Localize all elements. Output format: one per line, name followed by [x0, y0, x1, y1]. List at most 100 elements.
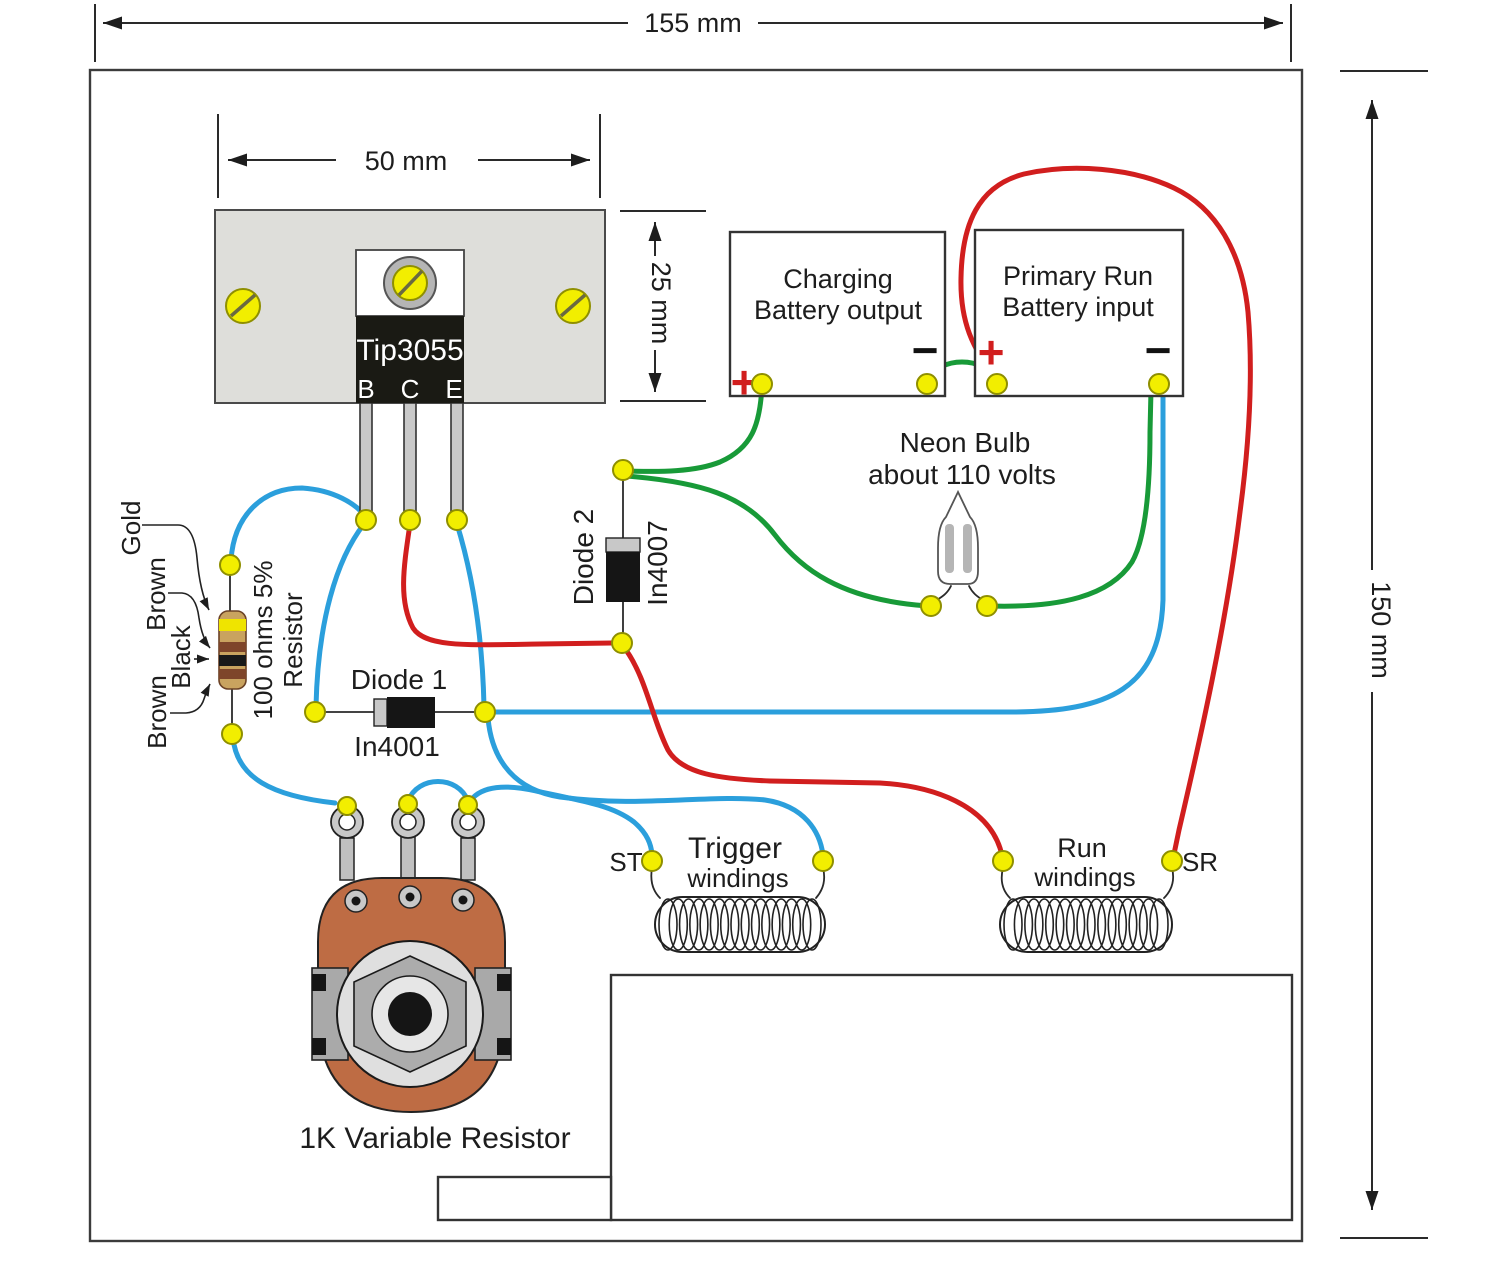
- charging-minus-symbol: −: [912, 324, 939, 376]
- terminals: [219, 373, 1183, 872]
- pot-lug-stem: [339, 837, 355, 881]
- terminal-charging-plus: [751, 373, 773, 395]
- terminal-run-left: [992, 850, 1014, 872]
- bottom-tab-outline: [436, 1175, 613, 1222]
- terminal-charging-minus: [916, 373, 938, 395]
- pot-rivet-center: [405, 892, 415, 902]
- wire-red-collector-to-diode2: [401, 521, 615, 648]
- diode2: Diode 2 In4007: [568, 477, 673, 639]
- diode1-stripe: [373, 698, 388, 727]
- terminal-neon-left: [920, 595, 942, 617]
- board-outline: [88, 68, 1304, 1243]
- trigger-label-line1: Trigger: [688, 832, 782, 865]
- diode1-body: [387, 697, 435, 728]
- leader-gold: [142, 524, 210, 611]
- pin-b-leg: [359, 402, 373, 518]
- neon-electrode-left: [945, 524, 954, 573]
- pin-b-label: B: [357, 374, 374, 404]
- primary-label-line1: Primary Run: [1003, 261, 1153, 291]
- band-label-black: Black: [166, 624, 196, 689]
- trigger-terminal-tag: ST: [609, 847, 642, 877]
- resistor-band-gold: [219, 619, 246, 631]
- terminal-pot-right: [458, 795, 478, 815]
- neon-electrode-right: [963, 524, 972, 573]
- run-windings: Run windings SR: [999, 833, 1218, 953]
- wire-blue-emitter-to-junction: [454, 521, 487, 709]
- pot-bracket-notch: [497, 1038, 511, 1055]
- pot-lug-hole: [459, 813, 477, 831]
- screw-slot: [229, 293, 257, 318]
- wire-blue-resistor-to-base: [228, 485, 368, 563]
- wire-blue-junction-to-battery-minus: [489, 389, 1166, 715]
- resistor-band-black: [219, 655, 246, 666]
- terminal-pin-b: [355, 509, 377, 531]
- wire-green-neon-to-battery-minus: [987, 387, 1154, 609]
- wire-red-diode2-to-run: [623, 647, 1005, 858]
- screw-slot: [559, 293, 587, 318]
- pot-label: 1K Variable Resistor: [299, 1122, 570, 1155]
- band-label-brown2: Brown: [142, 675, 172, 749]
- wire-blue-pot-to-st: [468, 784, 655, 857]
- trigger-lead-left: [650, 867, 661, 899]
- terminal-trigger-right: [812, 850, 834, 872]
- terminal-resistor-top: [219, 554, 241, 576]
- run-lead-right: [1163, 867, 1175, 899]
- terminal-pin-c: [399, 509, 421, 531]
- dimension-heatsink-width: 50 mm: [217, 114, 601, 198]
- charging-battery-box: [728, 230, 947, 398]
- primary-plus-symbol: +: [978, 326, 1005, 378]
- pin-c-leg: [403, 402, 417, 518]
- resistor-band-brown2: [219, 669, 246, 679]
- transistor: Tip3055 B C E: [355, 249, 465, 518]
- dim-label-heatsink-height: 25 mm: [646, 262, 676, 345]
- trigger-coil: [654, 896, 826, 953]
- charging-label-line2: Battery output: [754, 295, 923, 325]
- run-coil: [999, 896, 1173, 953]
- primary-minus-symbol: −: [1145, 324, 1172, 376]
- transistor-body: [356, 316, 464, 403]
- run-label-line2: windings: [1033, 862, 1135, 892]
- terminal-run-sr: [1161, 850, 1183, 872]
- pot-bracket-notch: [312, 1038, 326, 1055]
- wire-blue-junction-to-trigger: [485, 715, 826, 858]
- transistor-part-label: Tip3055: [356, 334, 463, 367]
- resistor-value-line2: Resistor: [278, 592, 308, 688]
- resistor-value-line1: 100 ohms 5%: [248, 561, 278, 720]
- terminal-resistor-bottom: [221, 723, 243, 745]
- trigger-windings: Trigger windings ST: [609, 832, 826, 953]
- terminal-primary-plus: [986, 373, 1008, 395]
- diode2-name-label: Diode 2: [568, 509, 599, 606]
- resistor-band-brown1: [219, 642, 246, 652]
- dimension-heatsink-height: 25 mm: [620, 210, 706, 402]
- diode2-body: [606, 552, 640, 602]
- battery-charging: Charging Battery output + −: [728, 230, 947, 408]
- wiring: [228, 165, 1253, 858]
- terminal-neon-right: [976, 595, 998, 617]
- pin-c-label: C: [401, 374, 420, 404]
- dim-label-overall-height: 150 mm: [1366, 581, 1396, 679]
- battery-primary: Primary Run Battery input + −: [973, 228, 1185, 398]
- trigger-lead-right: [815, 867, 826, 899]
- run-terminal-tag: SR: [1182, 847, 1218, 877]
- pot-lug-stem: [400, 835, 416, 881]
- leader-brown1: [168, 592, 211, 649]
- run-label-line1: Run: [1057, 833, 1107, 863]
- neon-bulb: Neon Bulb about 110 volts: [868, 427, 1056, 603]
- wire-blue-pot-middle-to-right: [405, 779, 471, 804]
- leader-brown2: [170, 683, 211, 714]
- pot-bracket-notch: [497, 974, 511, 991]
- diode1-part-label: In4001: [354, 731, 440, 762]
- dimension-overall-height: 150 mm: [1340, 70, 1428, 1239]
- terminal-diode2-bottom: [611, 632, 633, 654]
- pot-shaft-hole: [388, 992, 432, 1036]
- band-label-brown1: Brown: [141, 557, 171, 631]
- dim-label-overall-width: 155 mm: [644, 8, 742, 38]
- run-lead-left: [1000, 867, 1011, 899]
- wire-red-battery-to-sr: [958, 165, 1253, 857]
- diode1: Diode 1 In4001: [314, 664, 486, 762]
- terminal-diode1-right: [474, 701, 496, 723]
- pin-e-leg: [450, 402, 464, 518]
- wire-green-charging-to-diode2: [625, 383, 765, 474]
- band-label-gold: Gold: [116, 501, 146, 556]
